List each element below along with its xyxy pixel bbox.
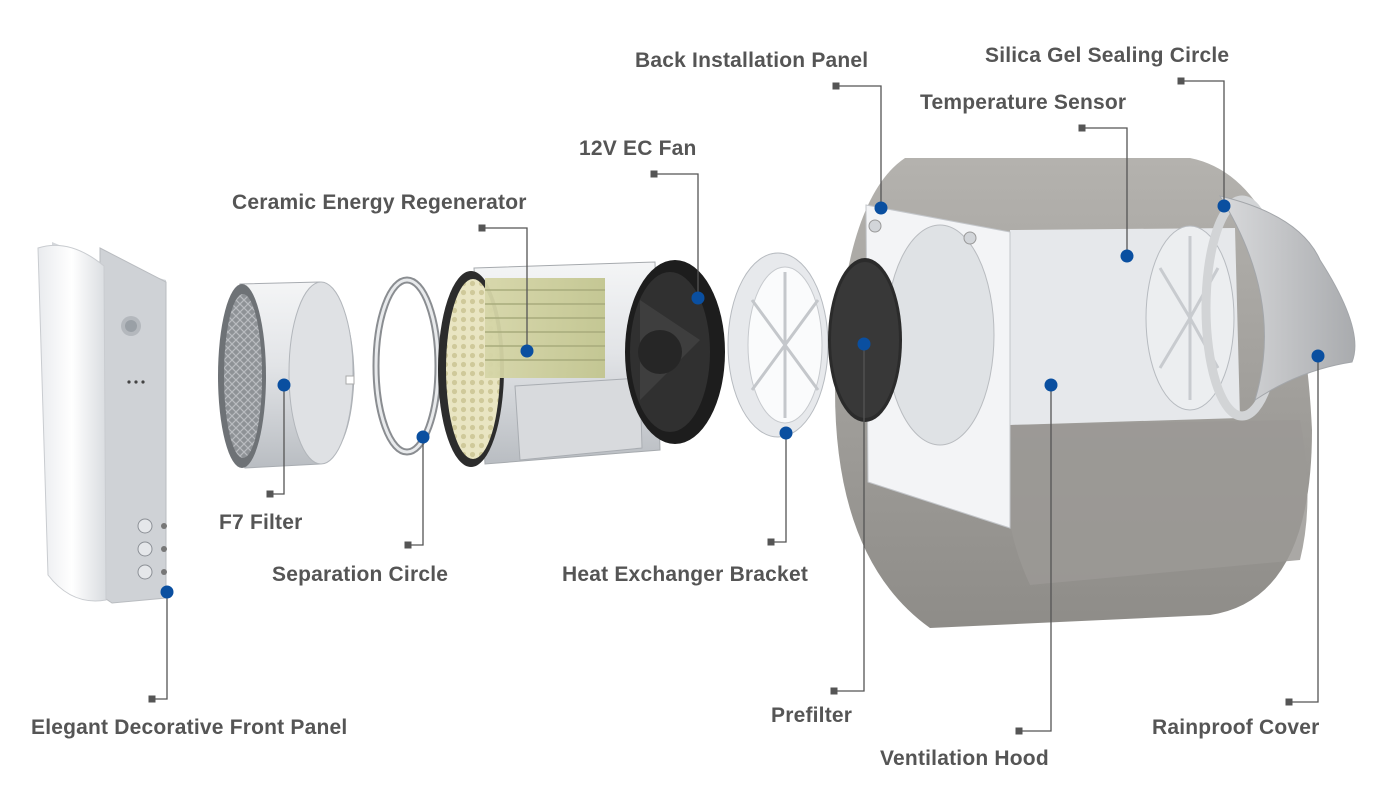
callout-dot-back-installation-panel (874, 201, 888, 215)
leader-end-marker-rainproof-cover (1285, 698, 1293, 706)
callout-dot-silica-gel-sealing-circle (1217, 199, 1231, 213)
f7-filter-part (218, 281, 355, 469)
label-ventilation-hood: Ventilation Hood (880, 747, 1049, 770)
callout-dot-f7-filter (277, 378, 291, 392)
label-heat-exchanger-bracket: Heat Exchanger Bracket (562, 563, 809, 586)
leader-end-marker-prefilter (830, 687, 838, 695)
callout-dot-prefilter (857, 337, 871, 351)
callout-dot-ventilation-hood (1044, 378, 1058, 392)
callout-dot-ceramic-regenerator (520, 344, 534, 358)
leader-line-prefilter (834, 344, 865, 692)
leader-line-back-installation-panel (836, 85, 882, 208)
callout-dot-ec-fan (691, 291, 705, 305)
leader-end-marker-ventilation-hood (1015, 727, 1023, 735)
separation-circle-part (372, 276, 442, 456)
label-rainproof-cover: Rainproof Cover (1152, 716, 1320, 739)
leader-line-ceramic-regenerator (482, 227, 528, 351)
label-prefilter: Prefilter (771, 704, 853, 727)
callout-dot-heat-exchanger-bracket (779, 426, 793, 440)
leader-line-f7-filter (270, 385, 285, 495)
leader-line-separation-circle (408, 437, 424, 546)
callout-dot-temperature-sensor (1120, 249, 1134, 263)
leader-line-ec-fan (654, 173, 699, 298)
callout-dot-separation-circle (416, 430, 430, 444)
leader-line-rainproof-cover (1289, 356, 1319, 703)
leader-end-marker-temperature-sensor (1078, 124, 1086, 132)
leader-end-marker-silica-gel-sealing-circle (1177, 77, 1185, 85)
label-front-panel: Elegant Decorative Front Panel (31, 716, 348, 739)
callout-dot-front-panel (160, 585, 174, 599)
ceramic-regenerator-part (438, 261, 661, 467)
label-ec-fan: 12V EC Fan (579, 137, 697, 160)
label-ceramic-regenerator: Ceramic Energy Regenerator (232, 191, 527, 214)
label-f7-filter: F7 Filter (219, 511, 303, 534)
leader-end-marker-back-installation-panel (832, 82, 840, 90)
leader-line-front-panel (152, 592, 168, 700)
label-separation-circle: Separation Circle (272, 563, 449, 586)
leader-end-marker-f7-filter (266, 490, 274, 498)
leader-end-marker-ceramic-regenerator (478, 224, 486, 232)
label-silica-gel-sealing-circle: Silica Gel Sealing Circle (985, 44, 1230, 67)
leader-end-marker-heat-exchanger-bracket (767, 538, 775, 546)
leader-line-heat-exchanger-bracket (771, 433, 787, 543)
rainproof-cover-part (1218, 195, 1356, 402)
leader-end-marker-front-panel (148, 695, 156, 703)
leader-end-marker-ec-fan (650, 170, 658, 178)
heat-exchanger-bracket-part (727, 252, 829, 438)
leader-line-temperature-sensor (1082, 127, 1128, 256)
label-back-installation-panel: Back Installation Panel (635, 49, 869, 72)
ec-fan-part (625, 260, 725, 444)
back-installation-panel-part (865, 204, 1011, 529)
label-temperature-sensor: Temperature Sensor (920, 91, 1127, 114)
front-panel-part (37, 242, 167, 604)
leader-line-silica-gel-sealing-circle (1181, 80, 1225, 206)
leader-end-marker-separation-circle (404, 541, 412, 549)
leader-line-ventilation-hood (1019, 385, 1052, 732)
callout-dot-rainproof-cover (1311, 349, 1325, 363)
